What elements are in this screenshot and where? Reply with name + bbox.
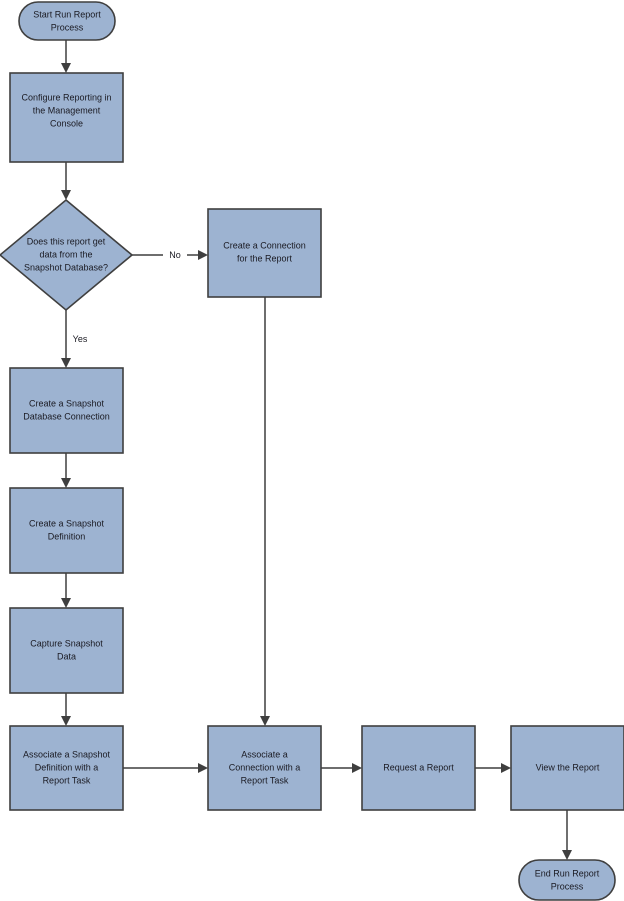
arrow-head-icon <box>61 478 71 488</box>
node-label-line: Request a Report <box>383 762 454 772</box>
edge-associate-connection-to-request-report <box>321 763 362 773</box>
node-label-line: Associate a Snapshot <box>23 749 111 759</box>
node-label-line: Associate a <box>241 749 288 759</box>
node-label-line: for the Report <box>237 253 293 263</box>
node-label-line: Report Task <box>43 775 91 785</box>
arrow-head-icon <box>61 63 71 73</box>
node-label-line: Start Run Report <box>33 9 101 19</box>
edge-definition-to-capture <box>61 573 71 608</box>
node-capture-snapshot-data[interactable]: Capture Snapshot Data <box>9 607 124 694</box>
node-create-snapshot-database-connection[interactable]: Create a Snapshot Database Connection <box>9 367 124 454</box>
edge-create-connection-to-associate-connection <box>260 297 270 726</box>
node-decision-snapshot-database[interactable]: Does this report get data from the Snaps… <box>0 198 134 312</box>
arrow-head-icon <box>260 716 270 726</box>
edge-request-report-to-view-report <box>475 763 511 773</box>
node-label-line: Database Connection <box>23 411 110 421</box>
arrow-head-icon <box>501 763 511 773</box>
node-label-line: Console <box>50 118 83 128</box>
process-shape[interactable] <box>207 208 322 298</box>
process-shape[interactable] <box>510 725 624 811</box>
node-label-line: Connection with a <box>229 762 301 772</box>
edge-decision-to-create-connection: No <box>132 250 208 260</box>
arrow-head-icon <box>61 716 71 726</box>
process-shape[interactable] <box>9 72 124 163</box>
process-shape[interactable] <box>9 487 124 574</box>
node-label-line: Report Task <box>241 775 289 785</box>
node-view-report[interactable]: View the Report <box>510 725 624 811</box>
edge-snapshot-db-to-definition <box>61 453 71 488</box>
node-label-line: Data <box>57 651 76 661</box>
arrow-head-icon <box>562 850 572 860</box>
node-label-line: Capture Snapshot <box>30 638 103 648</box>
node-label-line: Configure Reporting in <box>21 92 111 102</box>
node-label-line: Create a Connection <box>223 240 306 250</box>
arrow-head-icon <box>61 190 71 200</box>
process-shape[interactable] <box>207 725 322 811</box>
node-label-line: data from the <box>39 249 92 259</box>
node-associate-connection-with-report-task[interactable]: Associate a Connection with a Report Tas… <box>207 725 322 811</box>
node-label-line: Process <box>551 881 584 891</box>
edge-start-to-configure <box>61 40 71 73</box>
terminator-shape[interactable] <box>18 1 116 41</box>
decision-shape[interactable] <box>0 198 134 312</box>
terminator-shape[interactable] <box>518 859 616 901</box>
edge-decision-to-snapshot-db-connection: Yes <box>61 310 88 368</box>
node-associate-snapshot-definition-with-report-task[interactable]: Associate a Snapshot Definition with a R… <box>9 725 124 811</box>
arrow-head-icon <box>198 763 208 773</box>
node-label-line: Create a Snapshot <box>29 518 105 528</box>
edge-label-no: No <box>169 250 181 260</box>
node-label-line: Definition <box>48 531 86 541</box>
node-create-snapshot-definition[interactable]: Create a Snapshot Definition <box>9 487 124 574</box>
node-label-line: Process <box>51 22 84 32</box>
node-label-line: End Run Report <box>535 868 600 878</box>
edge-configure-to-decision <box>61 162 71 200</box>
node-label-line: Definition with a <box>35 762 99 772</box>
process-shape[interactable] <box>361 725 476 811</box>
node-start[interactable]: Start Run Report Process <box>18 1 116 41</box>
process-shape[interactable] <box>9 607 124 694</box>
arrow-head-icon <box>61 358 71 368</box>
arrow-head-icon <box>61 598 71 608</box>
arrow-head-icon <box>352 763 362 773</box>
node-end[interactable]: End Run Report Process <box>518 859 616 901</box>
edge-associate-definition-to-associate-connection <box>123 763 208 773</box>
process-shape[interactable] <box>9 725 124 811</box>
edges-layer: No Yes <box>61 40 572 860</box>
node-label-line: Does this report get <box>27 236 106 246</box>
edge-view-report-to-end <box>562 810 572 860</box>
process-shape[interactable] <box>9 367 124 454</box>
node-request-report[interactable]: Request a Report <box>361 725 476 811</box>
edge-label-yes: Yes <box>73 334 88 344</box>
node-configure-reporting[interactable]: Configure Reporting in the Management Co… <box>9 72 124 163</box>
edge-capture-to-associate-definition <box>61 693 71 726</box>
arrow-head-icon <box>198 250 208 260</box>
node-label-line: View the Report <box>536 762 600 772</box>
node-label-line: the Management <box>33 105 101 115</box>
node-create-connection-for-report[interactable]: Create a Connection for the Report <box>207 208 322 298</box>
node-label-line: Create a Snapshot <box>29 398 105 408</box>
node-label-line: Snapshot Database? <box>24 262 108 272</box>
